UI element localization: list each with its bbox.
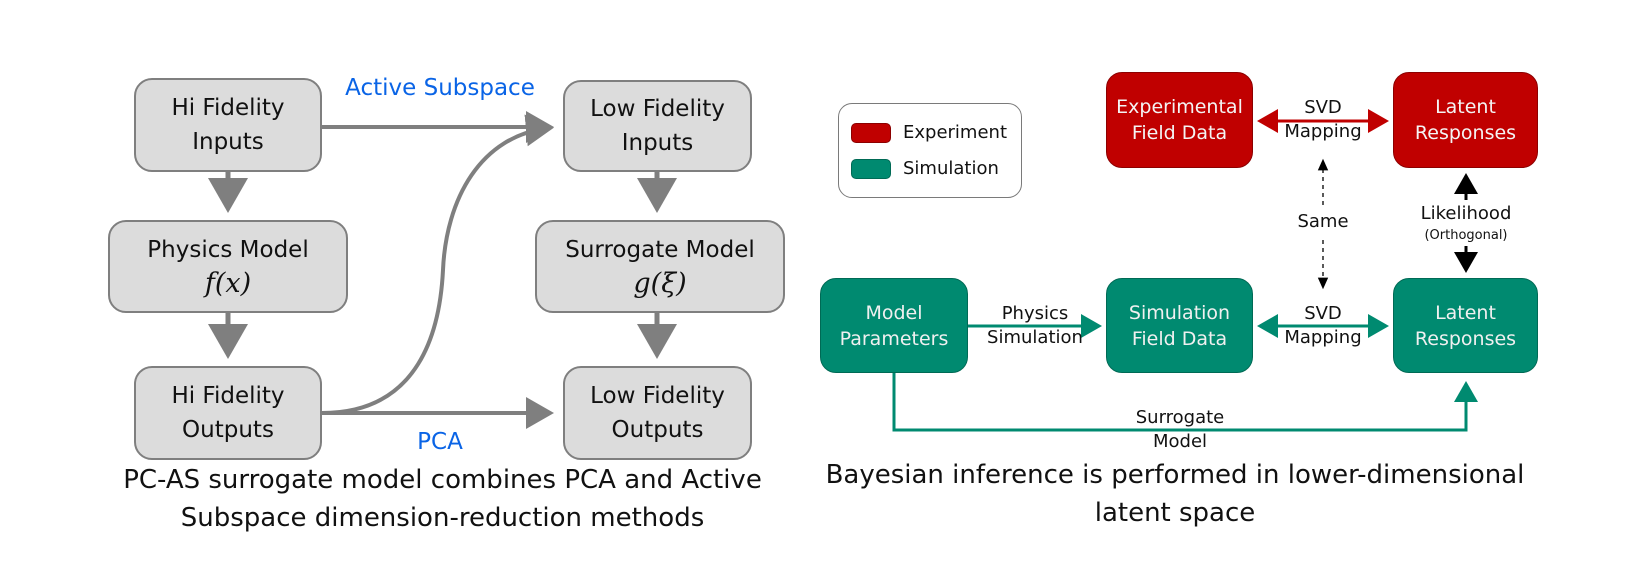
right-caption-line1: Bayesian inference is performed in lower… [825, 460, 1525, 490]
label-active-subspace: Active Subspace [345, 75, 535, 101]
label-likelihood: Likelihood [1420, 203, 1512, 224]
node-label: Low Fidelity Inputs [590, 96, 725, 156]
node-low-fidelity-outputs: Low Fidelity Outputs [563, 366, 752, 460]
label-svd-mapping-top: SVD Mapping [1284, 97, 1362, 142]
label-pca: PCA [417, 429, 463, 455]
node-label: Experimental Field Data [1116, 96, 1243, 144]
legend-label: Simulation [903, 158, 999, 179]
legend-item-simulation: Simulation [851, 158, 999, 179]
node-label: Hi Fidelity Outputs [171, 383, 285, 443]
node-label: Model Parameters [839, 301, 949, 350]
node-label: Physics Model [147, 236, 309, 263]
node-latent-responses-experiment: Latent Responses [1393, 72, 1538, 168]
label-same: Same [1297, 211, 1349, 232]
arrow-curved-outputs-to-low-inputs [321, 114, 554, 415]
node-experimental-field-data: Experimental Field Data [1106, 72, 1253, 168]
right-caption: Bayesian inference is performed in lower… [810, 456, 1540, 532]
left-caption: PC-AS surrogate model combines PCA and A… [80, 461, 805, 537]
legend: Experiment Simulation [838, 103, 1022, 198]
label-svd-mapping-bottom: SVD Mapping [1284, 303, 1362, 348]
right-caption-line2: latent space [1094, 498, 1256, 528]
legend-label: Experiment [903, 122, 1008, 143]
label-physics-simulation: Physics Simulation [987, 303, 1083, 348]
node-label: Simulation Field Data [1128, 301, 1231, 350]
node-hi-fidelity-outputs: Hi Fidelity Outputs [134, 366, 322, 460]
node-physics-model: Physics Model f(x) [108, 220, 348, 313]
surrogate-function: g(ξ) [633, 267, 687, 299]
left-caption-line2: Subspace dimension-reduction methods [180, 503, 705, 533]
experiment-swatch [851, 122, 891, 143]
node-label: Low Fidelity Outputs [590, 383, 725, 443]
node-hi-fidelity-inputs: Hi Fidelity Inputs [134, 78, 322, 172]
label-surrogate-model: Surrogate Model [1135, 407, 1225, 452]
node-low-fidelity-inputs: Low Fidelity Inputs [563, 80, 752, 172]
arrow-surrogate-model [892, 373, 1478, 432]
node-label: Latent Responses [1414, 301, 1517, 350]
node-surrogate-model: Surrogate Model g(ξ) [535, 220, 785, 313]
label-orthogonal: (Orthogonal) [1424, 228, 1508, 243]
legend-item-experiment: Experiment [851, 122, 1007, 143]
left-caption-line1: PC-AS surrogate model combines PCA and A… [123, 465, 762, 495]
node-label: Hi Fidelity Inputs [171, 95, 285, 155]
node-label: Latent Responses [1414, 96, 1517, 144]
simulation-swatch [851, 158, 891, 179]
node-model-parameters: Model Parameters [820, 278, 968, 373]
node-label: Surrogate Model [565, 236, 755, 263]
node-simulation-field-data: Simulation Field Data [1106, 278, 1253, 373]
physics-function: f(x) [204, 267, 252, 299]
node-latent-responses-simulation: Latent Responses [1393, 278, 1538, 373]
